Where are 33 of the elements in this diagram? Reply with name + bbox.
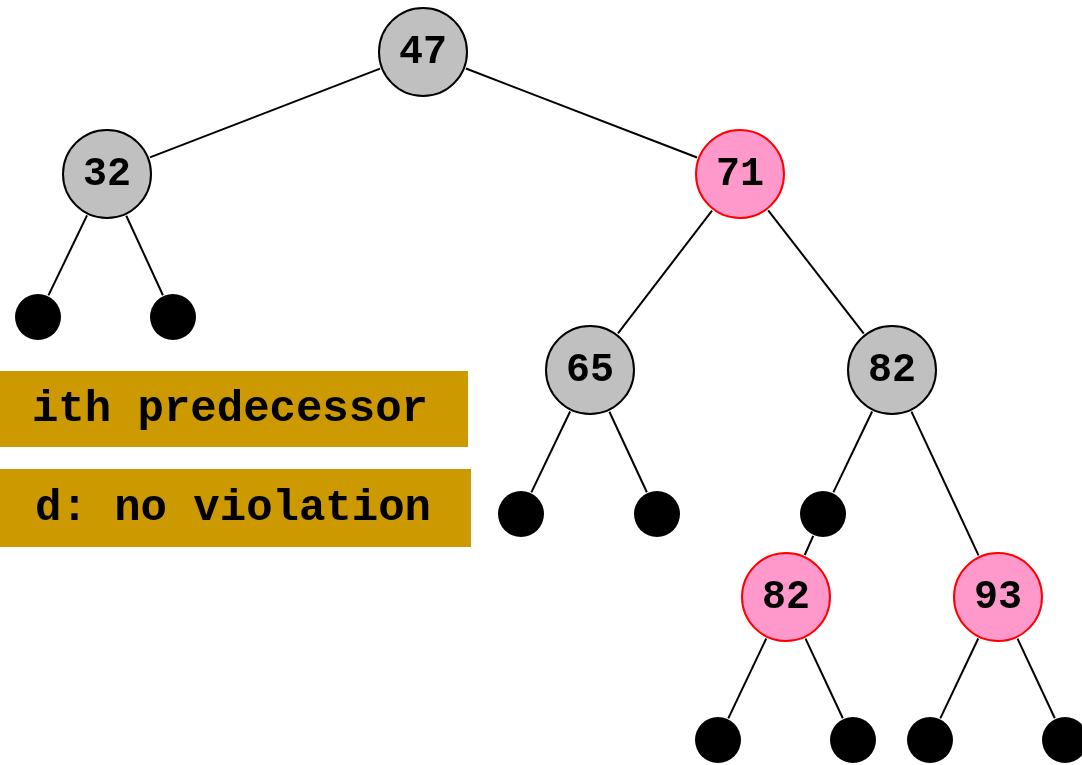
tree-node: 82 (741, 552, 831, 642)
leaf-dot (830, 717, 876, 763)
tree-edge (608, 410, 648, 494)
tree-edge (530, 410, 572, 494)
tree-node: 32 (62, 129, 152, 219)
message-banner: ith predecessor (0, 371, 468, 447)
tree-edge (125, 214, 164, 297)
message-banner: d: no violation (0, 469, 471, 547)
tree-node: 47 (378, 7, 468, 97)
tree-edge (616, 209, 714, 335)
tree-edge (464, 67, 699, 159)
tree-node: 71 (695, 129, 785, 219)
tree-edge (1016, 637, 1056, 720)
leaf-dot (15, 294, 61, 340)
tree-node: 93 (953, 552, 1043, 642)
leaf-dot (1042, 717, 1082, 763)
tree-edge (804, 637, 844, 720)
leaf-dot (695, 717, 741, 763)
tree-edge (47, 214, 88, 297)
leaf-dot (800, 491, 846, 537)
tree-edge (767, 209, 865, 335)
tree-node: 65 (545, 325, 635, 415)
leaf-dot (498, 491, 544, 537)
tree-node: 82 (847, 325, 937, 415)
tree-edge (939, 637, 980, 720)
tree-edge (832, 410, 874, 494)
tree-edge (803, 534, 815, 556)
tree-edge (148, 67, 382, 159)
leaf-dot (150, 294, 196, 340)
leaf-dot (634, 491, 680, 537)
tree-edge (910, 410, 980, 557)
tree-edge (727, 637, 768, 720)
leaf-dot (907, 717, 953, 763)
